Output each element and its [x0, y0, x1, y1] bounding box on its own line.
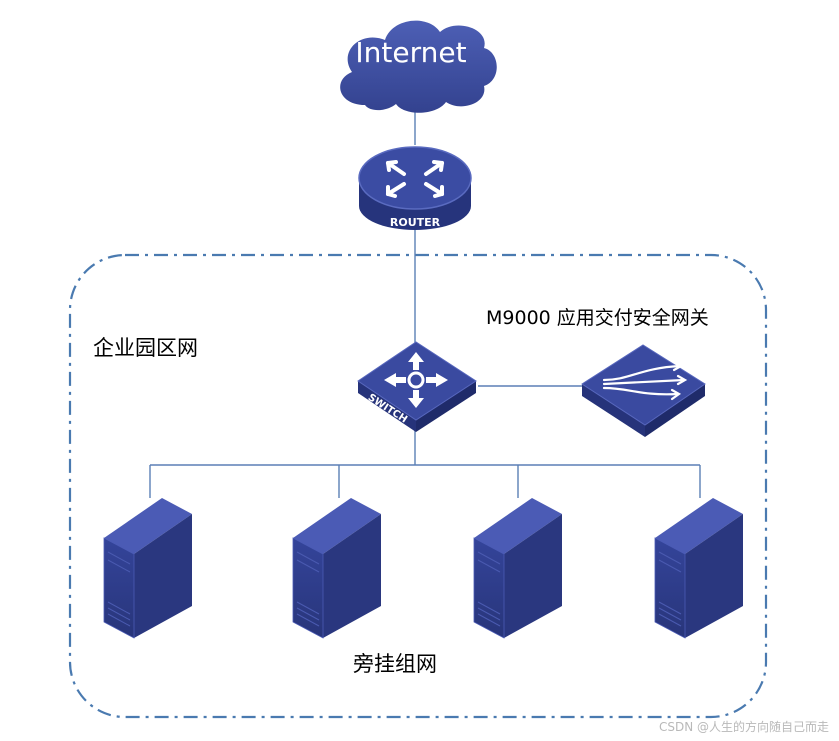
switch-side-right: [416, 381, 476, 432]
server-2: [292, 498, 381, 639]
router: ROUTER: [358, 146, 472, 230]
gateway-flow-icon: [602, 359, 688, 401]
internet-cloud: Internet: [340, 20, 497, 113]
servers: [103, 498, 743, 639]
switch: SWITCH: [357, 341, 477, 432]
switch-side-left: [358, 381, 416, 432]
campus-boundary: [68, 253, 768, 719]
server-4: [654, 498, 743, 639]
server-3: [473, 498, 562, 639]
gateway-side-left: [582, 384, 645, 437]
watermark: CSDN @人生的方向随自己而走: [658, 720, 829, 734]
switch-arrows-icon: [384, 352, 448, 408]
gateway-top: [581, 344, 706, 426]
m9000-gateway: M9000 应用交付安全网关: [486, 307, 709, 437]
router-label: ROUTER: [390, 216, 441, 229]
server-1: [103, 498, 192, 639]
cloud-label: Internet: [355, 36, 466, 69]
gateway-label: M9000 应用交付安全网关: [486, 307, 709, 329]
connection-lines: [149, 105, 701, 498]
switch-top: [357, 341, 477, 421]
router-top: [358, 146, 472, 210]
gateway-side-right: [645, 384, 705, 437]
bypass-label: 旁挂组网: [353, 652, 437, 676]
cloud-icon: [340, 20, 497, 113]
campus-label: 企业园区网: [93, 336, 198, 360]
router-arrows-icon: [386, 160, 444, 198]
